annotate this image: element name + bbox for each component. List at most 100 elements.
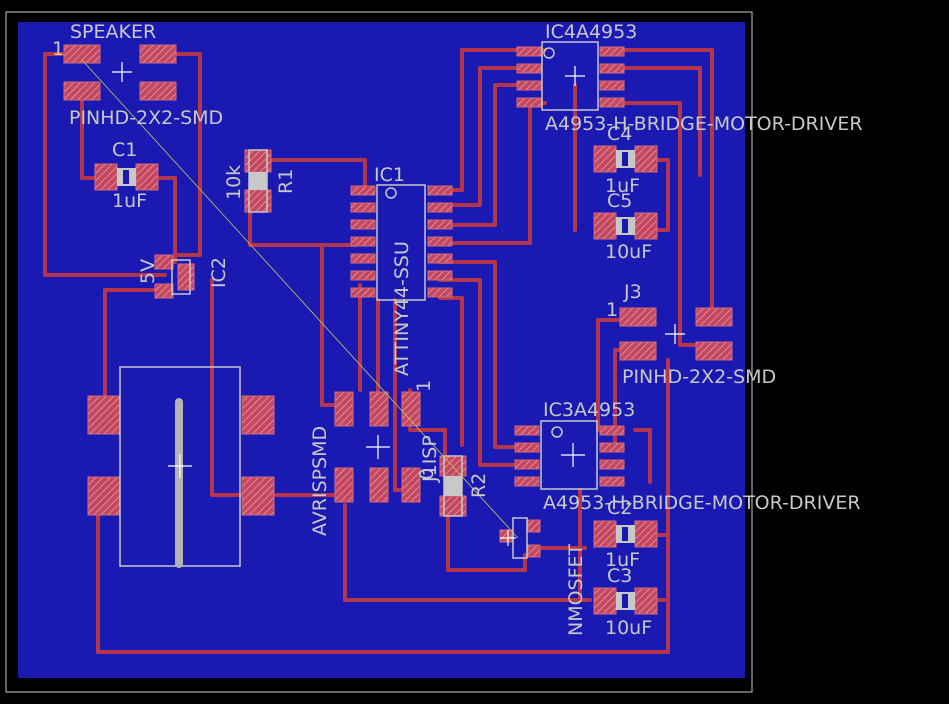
capacitor-body [622, 594, 628, 608]
trace [343, 503, 592, 602]
trace [446, 513, 527, 572]
trace [320, 243, 357, 407]
pad [599, 459, 625, 470]
nmosfet-name-label: NMOSFET [565, 543, 587, 636]
pad [599, 97, 625, 108]
switch-lever [175, 398, 183, 568]
pad [527, 544, 541, 558]
ic4-pin1-mark [543, 47, 555, 59]
trace [613, 348, 622, 452]
ic2-outline [171, 259, 191, 295]
c1-name-label: C1 [112, 139, 137, 161]
pad [599, 476, 625, 487]
c4-value-label: 1uF [605, 175, 640, 197]
r1-value-label: 10k [223, 165, 245, 200]
isp-package-label: AVRISPSMD [309, 426, 331, 536]
pad [514, 442, 540, 453]
c1-value-label: 1uF [112, 190, 147, 212]
pad [350, 287, 376, 298]
trace [596, 318, 622, 432]
speaker-name-label: SPEAKER [70, 21, 156, 43]
pad [593, 212, 617, 240]
pad [514, 459, 540, 470]
pad [350, 270, 376, 281]
pad [87, 476, 121, 516]
isp-name-label: J1ISP [419, 435, 441, 483]
pad [599, 46, 625, 57]
trace [653, 158, 670, 232]
r1-name-label: R1 [275, 169, 297, 194]
ic3-pin1-mark [551, 426, 563, 438]
trace [43, 52, 167, 277]
pad [94, 163, 118, 191]
pad [350, 202, 376, 213]
ic1-outline [376, 184, 426, 301]
c2-value-label: 1uF [605, 549, 640, 571]
pad [63, 44, 101, 64]
airwire [81, 59, 519, 539]
pad [63, 81, 101, 101]
pad [350, 185, 376, 196]
pad [695, 341, 733, 361]
pad [154, 283, 174, 299]
pad [139, 44, 177, 64]
pad [593, 520, 617, 548]
pad [634, 587, 658, 615]
c2-name-label: C2 [607, 497, 632, 519]
pad [401, 391, 421, 427]
j3-package-label: PINHD-2X2-SMD [622, 366, 776, 388]
pad [154, 254, 174, 270]
resistor-body [444, 476, 462, 496]
origin-cross [565, 66, 585, 86]
pad [527, 519, 541, 533]
pad [427, 253, 453, 264]
pad [139, 81, 177, 101]
ic4-name-label: IC4A4953 [545, 21, 637, 43]
ic2-name-label: IC2 [208, 257, 230, 288]
origin-cross [500, 530, 516, 546]
origin-cross [168, 454, 192, 478]
pad [427, 185, 453, 196]
pad [634, 520, 658, 548]
pad [334, 467, 354, 503]
c3-value-label: 10uF [605, 617, 652, 639]
pad [619, 307, 657, 327]
pad [334, 391, 354, 427]
c3-name-label: C3 [607, 565, 632, 587]
j3-pin1-label: 1 [606, 299, 618, 321]
r2-name-label: R2 [468, 473, 490, 498]
pad [369, 391, 389, 427]
trace [173, 52, 202, 257]
pad [427, 236, 453, 247]
r1-outline [248, 149, 268, 213]
origin-cross [366, 435, 390, 459]
pad [514, 425, 540, 436]
pad [634, 145, 658, 173]
board-outline [5, 11, 753, 693]
capacitor-body [622, 152, 628, 166]
trace [438, 83, 522, 227]
trace [618, 66, 702, 177]
pad [369, 467, 389, 503]
component-labels: SPEAKER 1 PINHD-2X2-SMD C1 1uF R1 10k IC… [52, 21, 863, 639]
pad [350, 219, 376, 230]
j3-name-label: J3 [623, 281, 642, 303]
trace [438, 260, 527, 449]
origin-markers [112, 62, 685, 546]
pad [177, 263, 195, 291]
ic4-outline [541, 41, 599, 111]
pad [241, 395, 275, 435]
r2-value-label: 0 [416, 468, 438, 480]
pad [427, 219, 453, 230]
capacitor-body [622, 219, 628, 233]
trace [256, 158, 367, 192]
r2-outline [443, 455, 463, 517]
pad [401, 467, 421, 503]
trace [103, 288, 162, 414]
pad [427, 270, 453, 281]
speaker-pin1-label: 1 [52, 38, 64, 60]
pad [350, 253, 376, 264]
ic3-name-label: IC3A4953 [543, 399, 635, 421]
pad [593, 587, 617, 615]
